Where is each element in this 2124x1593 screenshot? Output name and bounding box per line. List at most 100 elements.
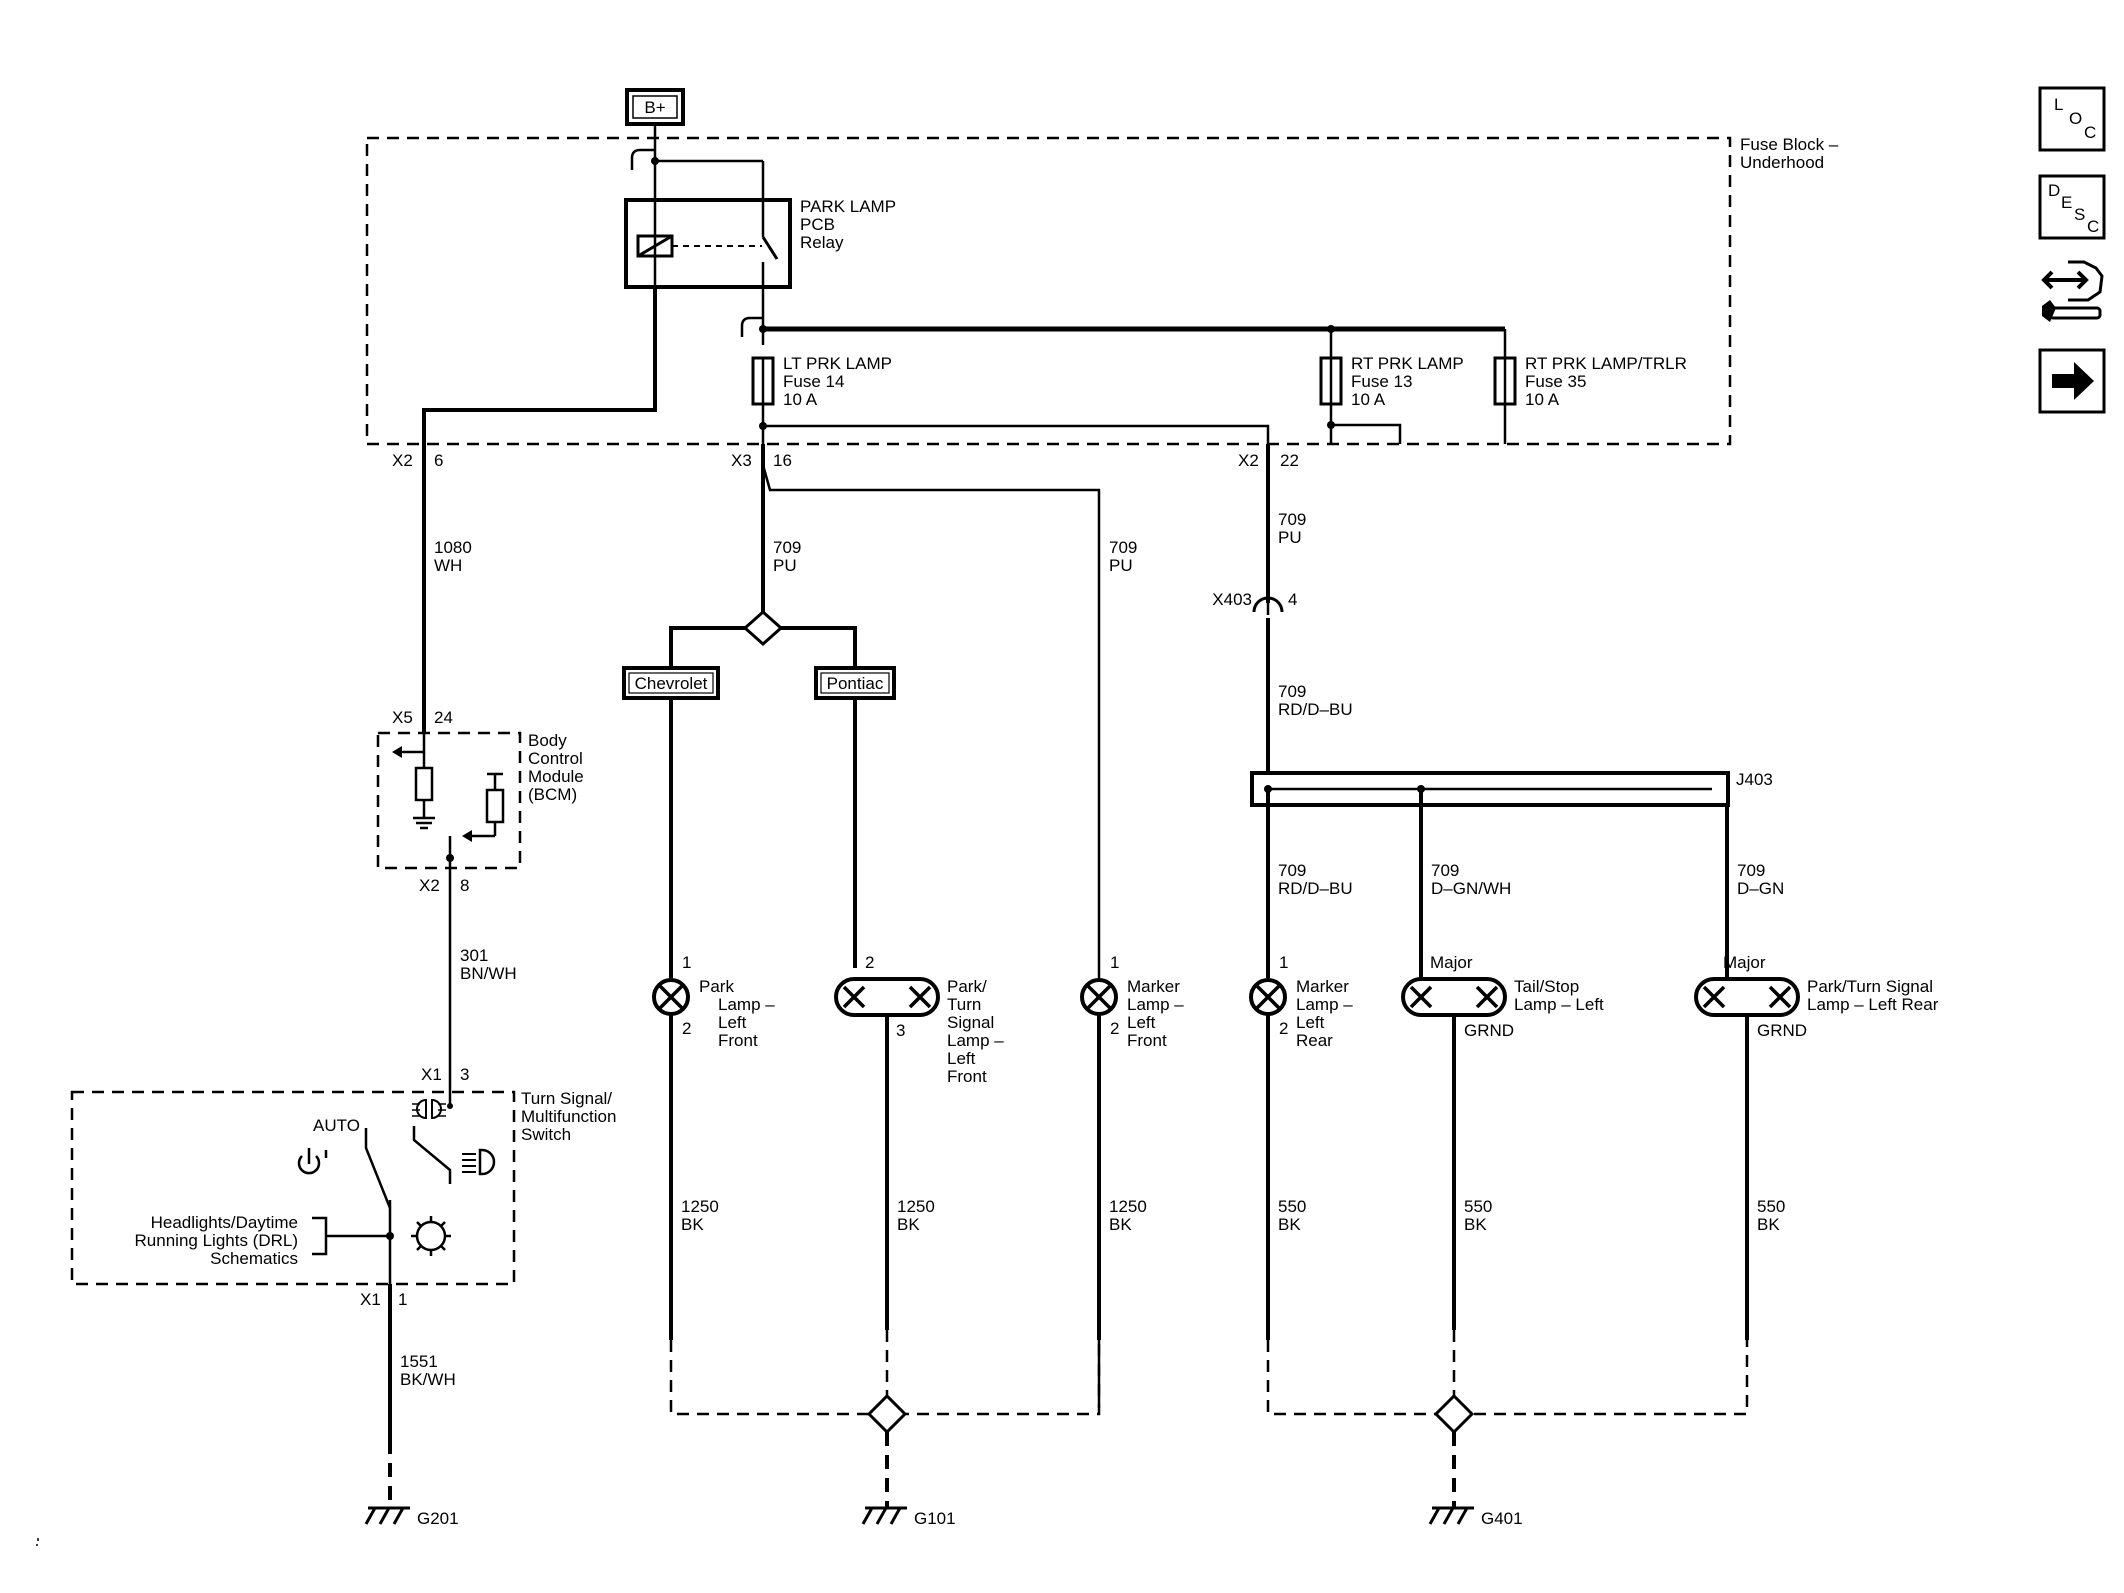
location-icon-c: C (2084, 123, 2096, 142)
bcm-label-3: Module (528, 767, 584, 786)
park-lf-label-4: Front (718, 1031, 758, 1050)
parking-lamp-icon (412, 1098, 446, 1120)
battery-box-inner (632, 95, 678, 119)
battery-source: B+ (625, 88, 685, 126)
connector-x5-24-pin: 24 (434, 708, 453, 727)
option-pontiac[interactable]: Pontiac (814, 666, 896, 700)
park-lamp-left-front: 1 2 Park Lamp – Left Front (652, 953, 775, 1050)
wire-1250-b-color: BK (897, 1215, 920, 1234)
wire-709-pu-marker-color: PU (1109, 556, 1133, 575)
park-lf-label-2: Lamp – (718, 995, 775, 1014)
connector-x2-8-pin: 8 (460, 876, 469, 895)
marker-lf-label-4: Front (1127, 1031, 1167, 1050)
park-lf-pin1: 1 (682, 953, 691, 972)
connector-x1-1-pin: 1 (398, 1290, 407, 1309)
park-turn-lamp-left-front: 2 3 Park/ Turn Signal Lamp – Left Front (834, 953, 1004, 1086)
park-lamp-relay: PARK LAMP PCB Relay (624, 197, 896, 289)
park-turn-lr-label: Park/Turn Signal (1807, 977, 1933, 996)
connector-x1-3-pin: 3 (460, 1065, 469, 1084)
fuse-13: RT PRK LAMP Fuse 13 10 A (1319, 354, 1464, 409)
park-turn-lf-pin2: 3 (896, 1021, 905, 1040)
park-turn-lr-pin1: Major (1723, 953, 1766, 972)
park-turn-lf-label-5: Left (947, 1049, 976, 1068)
marker-lf-pin2: 2 (1110, 1019, 1119, 1038)
wire-1080-circuit: 1080 (434, 538, 472, 557)
wire-709-rd-dbu-b-circuit: 709 (1278, 861, 1306, 880)
connector-x3-16-pin: 16 (773, 451, 792, 470)
relay-label: PARK LAMP (800, 197, 896, 216)
option-chevrolet[interactable]: Chevrolet (622, 666, 720, 700)
light-sensor-icon (411, 1216, 451, 1256)
bcm-label: Body (528, 731, 567, 750)
ground-g101-label: G101 (914, 1509, 956, 1528)
description-icon-c: C (2087, 217, 2099, 236)
park-turn-lf-label-6: Front (947, 1067, 987, 1086)
ground-splice-g401 (1433, 1393, 1475, 1435)
park-turn-lf-label-2: Turn (947, 995, 981, 1014)
fuse-13-number: Fuse 13 (1351, 372, 1412, 391)
fuse-block: Fuse Block – Underhood (365, 135, 1839, 446)
wire-550-b-color: BK (1464, 1215, 1487, 1234)
drl-reference-3[interactable]: Schematics (210, 1249, 298, 1268)
marker-lr-pin1: 1 (1279, 953, 1288, 972)
drl-reference-2[interactable]: Running Lights (DRL) (135, 1231, 298, 1250)
wire-709-pu-color: PU (773, 556, 797, 575)
wire-301-color: BN/WH (460, 964, 517, 983)
fuse-14-name: LT PRK LAMP (783, 354, 892, 373)
connector-x5-24-name: X5 (392, 708, 413, 727)
wire-709-rd-dbu-color: RD/D–BU (1278, 700, 1353, 719)
tail-stop-label-2: Lamp – Left (1514, 995, 1604, 1014)
wire-709-dgn-circuit: 709 (1737, 861, 1765, 880)
marker-lr-label-2: Lamp – (1296, 995, 1353, 1014)
connector-x3-16-name: X3 (731, 451, 752, 470)
diagnostic-tool-button[interactable] (2041, 260, 2104, 322)
relay-label-2: PCB (800, 215, 835, 234)
wire-1551-circuit: 1551 (400, 1352, 438, 1371)
bcm-label-2: Control (528, 749, 583, 768)
connector-x403: X403 4 (1212, 590, 1297, 613)
location-icon-l: L (2054, 95, 2063, 114)
switch-label: Turn Signal/ (521, 1089, 612, 1108)
wire-709-rd-dbu-b-color: RD/D–BU (1278, 879, 1353, 898)
fuse-14-number: Fuse 14 (783, 372, 844, 391)
fuse-block-title-2: Underhood (1740, 153, 1824, 172)
tail-stop-pin1: Major (1430, 953, 1473, 972)
connector-x2-8-name: X2 (419, 876, 440, 895)
drl-reference[interactable]: Headlights/Daytime (151, 1213, 298, 1232)
park-turn-lf-label: Park/ (947, 977, 987, 996)
option-splice (742, 609, 784, 647)
wire-1250-a-color: BK (681, 1215, 704, 1234)
wire-709-dgn-color: D–GN (1737, 879, 1784, 898)
relay-box (624, 198, 792, 289)
fuse-14-rating: 10 A (783, 390, 818, 409)
park-turn-lf-pin1: 2 (865, 953, 874, 972)
option-chevrolet-label[interactable]: Chevrolet (635, 674, 708, 693)
switch-label-3: Switch (521, 1125, 571, 1144)
switch-outline (70, 1090, 516, 1286)
wire-709-dgn-wh-circuit: 709 (1431, 861, 1459, 880)
park-turn-lf-label-4: Lamp – (947, 1031, 1004, 1050)
wire-709-rd-dbu-circuit: 709 (1278, 682, 1306, 701)
marker-lamp-left-rear: 1 2 Marker Lamp – Left Rear (1249, 953, 1353, 1050)
connector-x2-6-pin: 6 (434, 451, 443, 470)
marker-lr-label: Marker (1296, 977, 1349, 996)
description-button[interactable]: D E S C (2038, 174, 2106, 240)
connector-x403-pin: 4 (1288, 590, 1297, 609)
fuse-35-number: Fuse 35 (1525, 372, 1586, 391)
connector-x1-1-name: X1 (360, 1290, 381, 1309)
marker-lr-label-3: Left (1296, 1013, 1325, 1032)
tail-stop-pin2: GRND (1464, 1021, 1514, 1040)
wire-1250-c-color: BK (1109, 1215, 1132, 1234)
ground-g401-label: G401 (1481, 1509, 1523, 1528)
option-pontiac-label[interactable]: Pontiac (827, 674, 884, 693)
marker-lamp-left-front: 1 2 Marker Lamp – Left Front (1080, 953, 1184, 1050)
switch-label-2: Multifunction (521, 1107, 616, 1126)
connector-x403-name: X403 (1212, 590, 1252, 609)
wire-1250-c-circuit: 1250 (1109, 1197, 1147, 1216)
next-button[interactable] (2038, 348, 2106, 414)
location-button[interactable]: L O C (2038, 86, 2106, 152)
fuse-13-name: RT PRK LAMP (1351, 354, 1464, 373)
wire-1551-color: BK/WH (400, 1370, 456, 1389)
ground-g401: G401 (1428, 1506, 1523, 1528)
